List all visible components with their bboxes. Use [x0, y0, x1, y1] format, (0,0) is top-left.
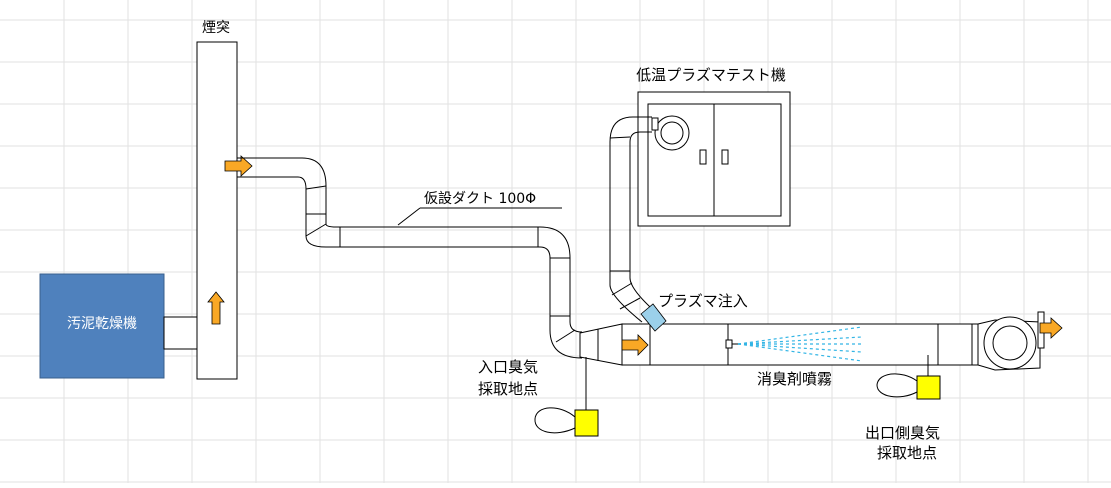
chimney-label: 煙突 — [202, 20, 230, 36]
outlet-sampling-label-line1: 出口側臭気 — [865, 424, 940, 442]
chimney: 煙突 — [196, 20, 238, 380]
plasma-injection-label: プラズマ注入 — [658, 292, 748, 310]
sludge-dryer-label: 汚泥乾燥機 — [67, 316, 137, 332]
outlet-sampling-point: 出口側臭気 採取地点 — [865, 355, 941, 462]
outlet-arrow-icon — [1039, 317, 1063, 339]
plasma-injection-nozzle — [640, 303, 667, 332]
deodorant-spray-label: 消臭剤噴霧 — [757, 370, 832, 388]
plasma-feed-duct — [609, 116, 661, 323]
temporary-duct-label: 仮設ダクト 100Φ — [424, 191, 536, 207]
inlet-arrow-icon — [621, 334, 649, 356]
right-arrow-icon — [224, 155, 253, 177]
dryer-pipe — [163, 316, 198, 350]
inlet-sampling-label-line2: 採取地点 — [478, 380, 538, 398]
sludge-dryer: 汚泥乾燥機 — [39, 273, 165, 379]
outlet-sampling-label-line2: 採取地点 — [877, 444, 937, 462]
temporary-duct — [237, 157, 583, 359]
plasma-machine-label: 低温プラズマテスト機 — [636, 66, 786, 84]
outlet-blower — [977, 311, 1045, 371]
duct-leader: 仮設ダクト 100Φ — [397, 191, 562, 226]
spray-pattern — [737, 326, 863, 362]
spray-nozzle — [725, 339, 738, 349]
plasma-test-machine: 低温プラズマテスト機 — [636, 66, 791, 227]
up-arrow-icon — [207, 291, 225, 325]
inlet-sampling-label-line1: 入口臭気 — [478, 358, 538, 376]
inlet-sampling-point: 入口臭気 採取地点 — [478, 357, 599, 437]
